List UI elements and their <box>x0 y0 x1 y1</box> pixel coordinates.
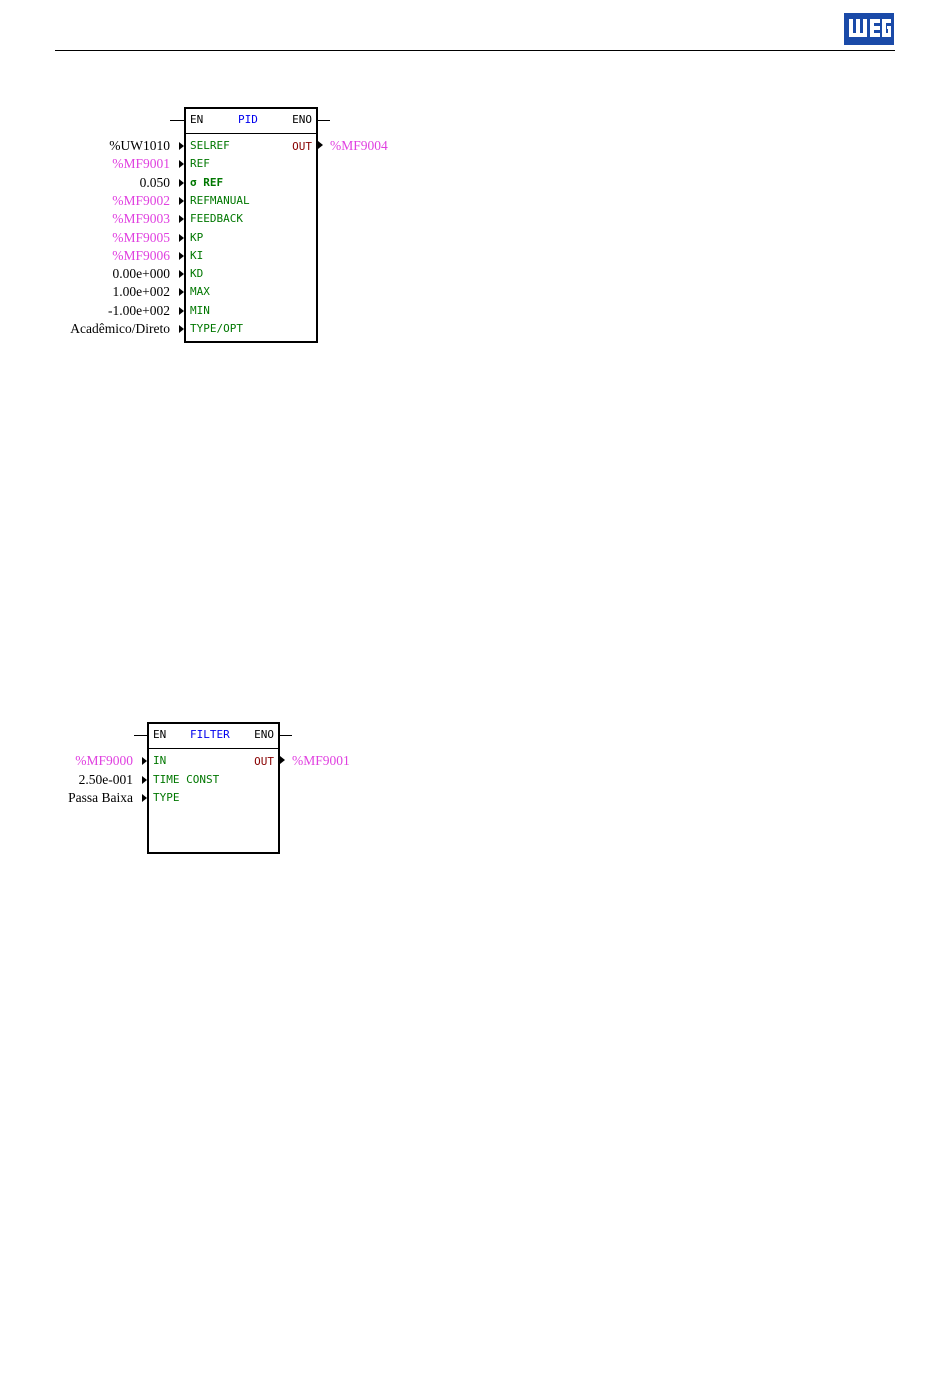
filter-input-arrow <box>142 776 147 784</box>
filter-input-arrow <box>142 757 147 765</box>
pid-input-value: 1.00e+002 <box>113 284 170 300</box>
filter-eno-label: ENO <box>254 728 274 741</box>
pid-input-arrow <box>179 288 184 296</box>
pid-input-pin: REFMANUAL <box>190 194 250 207</box>
filter-header: EN FILTER ENO <box>149 724 278 749</box>
filter-input-value: Passa Baixa <box>68 790 133 806</box>
pid-input-pin: KD <box>190 267 203 280</box>
filter-input-pin: IN <box>153 754 166 767</box>
pid-input-pin: SELREF <box>190 139 230 152</box>
pid-eno-label: ENO <box>292 113 312 126</box>
pid-input-arrow <box>179 325 184 333</box>
pid-input-arrow <box>179 142 184 150</box>
pid-out-pin: OUT <box>292 140 312 153</box>
pid-input-value: %MF9006 <box>112 248 170 264</box>
filter-out-arrow <box>280 756 285 764</box>
pid-input-arrow <box>179 160 184 168</box>
filter-eno-line <box>278 735 292 736</box>
filter-en-label: EN <box>153 728 166 741</box>
pid-input-pin: TYPE/OPT <box>190 322 243 335</box>
pid-input-arrow <box>179 307 184 315</box>
pid-input-pin: σ REF <box>190 176 223 189</box>
pid-input-pin: KI <box>190 249 203 262</box>
pid-input-value: %UW1010 <box>109 138 170 154</box>
pid-input-pin: MIN <box>190 304 210 317</box>
pid-input-value: %MF9001 <box>112 156 170 172</box>
pid-input-value: %MF9005 <box>112 230 170 246</box>
filter-out-value: %MF9001 <box>292 753 350 769</box>
filter-out-pin: OUT <box>254 755 274 768</box>
filter-input-value: %MF9000 <box>75 753 133 769</box>
pid-en-label: EN <box>190 113 203 126</box>
pid-input-arrow <box>179 197 184 205</box>
filter-name-label: FILTER <box>190 728 230 741</box>
pid-input-value: 0.050 <box>140 175 170 191</box>
filter-input-value: 2.50e-001 <box>79 772 133 788</box>
filter-box: EN FILTER ENO OUT <box>147 722 280 854</box>
pid-input-pin: MAX <box>190 285 210 298</box>
pid-header: EN PID ENO <box>186 109 316 134</box>
pid-input-arrow <box>179 234 184 242</box>
pid-input-value: %MF9002 <box>112 193 170 209</box>
pid-input-value: %MF9003 <box>112 211 170 227</box>
filter-input-pin: TYPE <box>153 791 180 804</box>
pid-out-value: %MF9004 <box>330 138 388 154</box>
pid-input-pin: KP <box>190 231 203 244</box>
pid-input-pin: FEEDBACK <box>190 212 243 225</box>
pid-input-pin: REF <box>190 157 210 170</box>
filter-input-pin: TIME CONST <box>153 773 219 786</box>
pid-out-arrow <box>318 141 323 149</box>
weg-logo <box>844 13 894 45</box>
pid-name-label: PID <box>238 113 258 126</box>
pid-input-value: Acadêmico/Direto <box>70 321 170 337</box>
pid-input-arrow <box>179 179 184 187</box>
pid-input-value: 0.00e+000 <box>113 266 170 282</box>
pid-input-arrow <box>179 252 184 260</box>
filter-input-arrow <box>142 794 147 802</box>
pid-eno-line <box>316 120 330 121</box>
pid-input-arrow <box>179 270 184 278</box>
header-rule <box>55 50 895 51</box>
pid-input-value: -1.00e+002 <box>108 303 170 319</box>
pid-input-arrow <box>179 215 184 223</box>
